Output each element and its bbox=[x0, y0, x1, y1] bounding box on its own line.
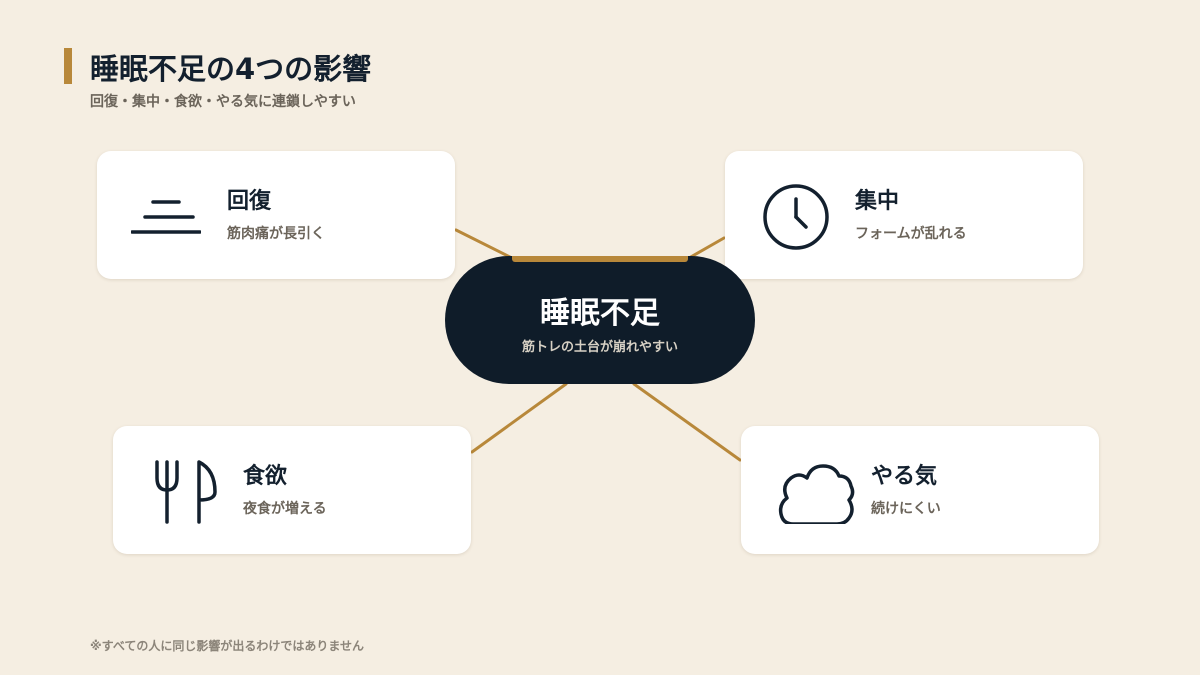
hub-subtitle: 筋トレの土台が崩れやすい bbox=[521, 340, 678, 355]
fork-knife-icon bbox=[155, 460, 217, 524]
cloud-icon bbox=[778, 464, 855, 524]
page-subtitle: 回復・集中・食欲・やる気に連鎖しやすい bbox=[90, 94, 356, 110]
page-title: 睡眠不足の4つの影響 bbox=[90, 52, 372, 86]
card-motivation: やる気 続けにくい bbox=[741, 426, 1099, 554]
card-recovery: 回復 筋肉痛が長引く bbox=[97, 151, 455, 279]
connector-appetite bbox=[470, 382, 568, 454]
card-motivation-title: やる気 bbox=[871, 464, 938, 489]
hub-title: 睡眠不足 bbox=[540, 296, 660, 331]
bed-lines-icon bbox=[131, 200, 201, 234]
card-appetite: 食欲 夜食が増える bbox=[113, 426, 471, 554]
hub-accent-bar bbox=[512, 256, 688, 262]
central-hub: 睡眠不足 筋トレの土台が崩れやすい bbox=[445, 256, 755, 384]
card-appetite-desc: 夜食が増える bbox=[243, 501, 327, 517]
card-recovery-desc: 筋肉痛が長引く bbox=[227, 226, 325, 242]
clock-icon bbox=[763, 184, 829, 250]
title-accent-bar bbox=[64, 48, 72, 84]
card-focus-title: 集中 bbox=[855, 189, 900, 214]
card-appetite-title: 食欲 bbox=[243, 464, 288, 489]
card-motivation-desc: 続けにくい bbox=[871, 501, 941, 517]
card-focus-desc: フォームが乱れる bbox=[855, 226, 967, 242]
card-recovery-title: 回復 bbox=[227, 189, 272, 214]
footnote: ※すべての人に同じ影響が出るわけではありません bbox=[90, 639, 364, 653]
connector-motivation bbox=[632, 382, 742, 462]
card-focus: 集中 フォームが乱れる bbox=[725, 151, 1083, 279]
